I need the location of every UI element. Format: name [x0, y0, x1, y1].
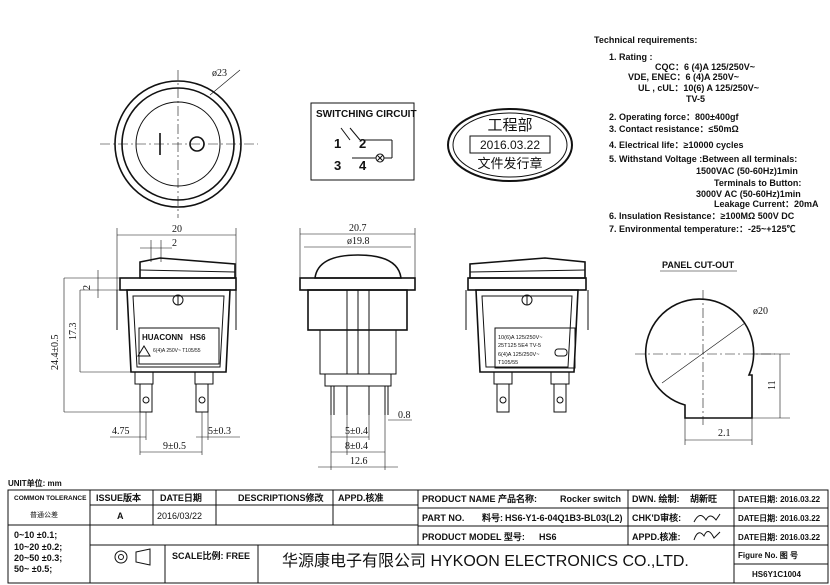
req-withstand-c: 3000V AC (50-60Hz)1min: [696, 189, 801, 199]
dim-left-top: 20: [172, 224, 182, 235]
dim-left-step: 2: [172, 238, 177, 249]
dwn-name: 胡新旺: [690, 493, 717, 504]
common-tolerance: COMMON TOLERANCE: [14, 495, 87, 502]
title-block: UNIT单位: mm COMMON TOLERANCE 普通公差 0~10 ±0…: [7, 478, 829, 584]
projection-icon: [114, 550, 128, 564]
dwn-label: DWN. 绘制:: [632, 493, 680, 504]
checker-signature: [693, 513, 721, 523]
req-insulation: 6. Insulation Resistance：≥100MΩ 500V DC: [609, 211, 795, 221]
date-value: 2016/03/22: [157, 511, 202, 521]
company-name: 华源康电子有限公司 HYKOON ELECTRONICS CO.,LTD.: [282, 552, 689, 570]
left-mark: 6(4)A 250V~ T105/55: [153, 348, 201, 354]
left-model: HS6: [190, 333, 206, 342]
side-view-center: 20.7 ø19.8 0.8 5±0.4 8±0.4 12.6: [299, 223, 416, 470]
right-mark-d: T105/55: [498, 360, 518, 366]
front-view: ø23: [100, 68, 258, 218]
stamp-bottom: 文件发行章: [477, 156, 542, 171]
req-contact-resistance: 3. Contact resistance：≤50mΩ: [609, 124, 739, 134]
side-view-right: 10(6)A 125/250V~ 25T125 5E4 TV-5 6(4)A 1…: [465, 257, 589, 413]
common-tolerance-cn: 普通公差: [30, 510, 58, 519]
req-operating-force: 2. Operating force：800±400gf: [609, 112, 739, 122]
product-model: HS6: [539, 532, 557, 542]
date-row-3: DATE日期: 2016.03.22: [738, 532, 821, 542]
pin-2-label: 2: [359, 136, 366, 151]
side-view-left: 20 2 HUACONN HS6 6(4)A 250V~ T105/55 24.…: [50, 224, 240, 455]
panel-cutout: PANEL CUT-OUT ø20 11 2.1: [635, 260, 790, 445]
figure-label: Figure No. 图 号: [738, 551, 798, 560]
chkd-label: CHK'D审核:: [632, 512, 681, 523]
right-mark-b: 25T125 5E4 TV-5: [498, 343, 541, 349]
req-withstand-b: Terminals to Button:: [714, 178, 801, 188]
appd-header: APPD.核准: [338, 492, 384, 503]
panel-dia: ø20: [753, 306, 768, 317]
switching-circuit: SWITCHING CIRCUIT 1 2 3 4: [310, 102, 417, 181]
dim-center-t2: 8±0.4: [345, 441, 368, 452]
pin-4-label: 4: [359, 158, 367, 173]
dim-center-thk: 0.8: [398, 410, 411, 421]
product-model-label: PRODUCT MODEL 型号:: [422, 531, 525, 542]
pin-3-label: 3: [334, 158, 341, 173]
right-mark-c: 6(4)A 125/250V~: [498, 352, 539, 358]
date-row-1: DATE日期: 2016.03.22: [738, 494, 821, 504]
right-mark-a: 10(6)A 125/250V~: [498, 335, 543, 341]
panel-title: PANEL CUT-OUT: [662, 260, 735, 270]
rating-ul: UL , cUL：10(6) A 125/250V~: [638, 83, 759, 93]
req-withstand-a: 1500VAC (50-60Hz)1min: [696, 166, 798, 176]
figure-no: HS6Y1C1004: [752, 570, 801, 579]
stamp-top: 工程部: [487, 117, 532, 134]
dim-left-term: 5±0.3: [208, 426, 231, 437]
front-diameter-label: ø23: [212, 68, 227, 79]
descriptions-header: DESCRIPTIONS修改: [238, 492, 325, 503]
dim-left-rocker: 2: [82, 285, 93, 290]
product-name: Rocker switch: [560, 494, 621, 504]
technical-requirements: Technical requirements: 1. Rating : CQC：…: [594, 35, 819, 234]
tolerance-row-2: 10~20 ±0.2;: [14, 542, 62, 552]
dim-left-pitch: 9±0.5: [163, 441, 186, 452]
rating-label: 1. Rating :: [609, 52, 653, 62]
stamp-date: 2016.03.22: [480, 138, 540, 152]
issue-value: A: [117, 511, 124, 521]
issue-header: ISSUE版本: [96, 492, 142, 503]
appd-label: APPD.核准:: [632, 531, 681, 542]
date-header: DATE日期: [160, 492, 202, 503]
pin-1-label: 1: [334, 136, 341, 151]
tolerance-row-1: 0~10 ±0.1;: [14, 530, 57, 540]
panel-key: 2.1: [718, 428, 731, 439]
dim-left-edge: 4.75: [112, 426, 130, 437]
req-withstand-voltage: 5. Withstand Voltage :Between all termin…: [609, 154, 797, 164]
release-stamp: 工程部 2016.03.22 文件发行章: [447, 108, 573, 182]
date-row-2: DATE日期: 2016.03.22: [738, 513, 821, 523]
rating-vde: VDE, ENEC：6 (4)A 250V~: [628, 72, 739, 82]
requirements-title: Technical requirements:: [594, 35, 697, 45]
part-no-cn: 料号:: [482, 512, 503, 523]
dim-left-height: 17.3: [68, 323, 79, 341]
req-electrical-life: 4. Electrical life：≥10000 cycles: [609, 140, 744, 150]
dim-center-top: 20.7: [349, 223, 367, 234]
scale-label: SCALE比例: FREE: [172, 550, 250, 561]
product-name-label: PRODUCT NAME 产品名称:: [422, 493, 537, 504]
approver-signature: [693, 531, 721, 541]
part-no-label: PART NO.: [422, 513, 464, 523]
left-brand: HUACONN: [142, 333, 183, 342]
dim-center-t3: 12.6: [350, 456, 368, 467]
part-no: HS6-Y1-6-04Q1B3-BL03(L2): [505, 513, 623, 523]
warning-icon: [137, 345, 151, 357]
req-withstand-d: Leakage Current：20mA: [714, 199, 819, 209]
dim-center-dia: ø19.8: [347, 236, 370, 247]
dim-center-t1: 5±0.4: [345, 426, 368, 437]
dim-left-total: 24.4±0.5: [50, 335, 61, 371]
off-mark-icon: [189, 136, 205, 152]
panel-flat: 11: [767, 380, 778, 390]
req-environment: 7. Environmental temperature:：-25~+125℃: [609, 224, 796, 234]
rating-tv: TV-5: [686, 94, 705, 104]
circuit-title: SWITCHING CIRCUIT: [316, 109, 417, 120]
rating-cqc: CQC：6 (4)A 125/250V~: [655, 62, 755, 72]
unit-label: UNIT单位: mm: [8, 478, 62, 488]
tolerance-row-4: 50~ ±0.5;: [14, 564, 52, 574]
tolerance-row-3: 20~50 ±0.3;: [14, 553, 62, 563]
